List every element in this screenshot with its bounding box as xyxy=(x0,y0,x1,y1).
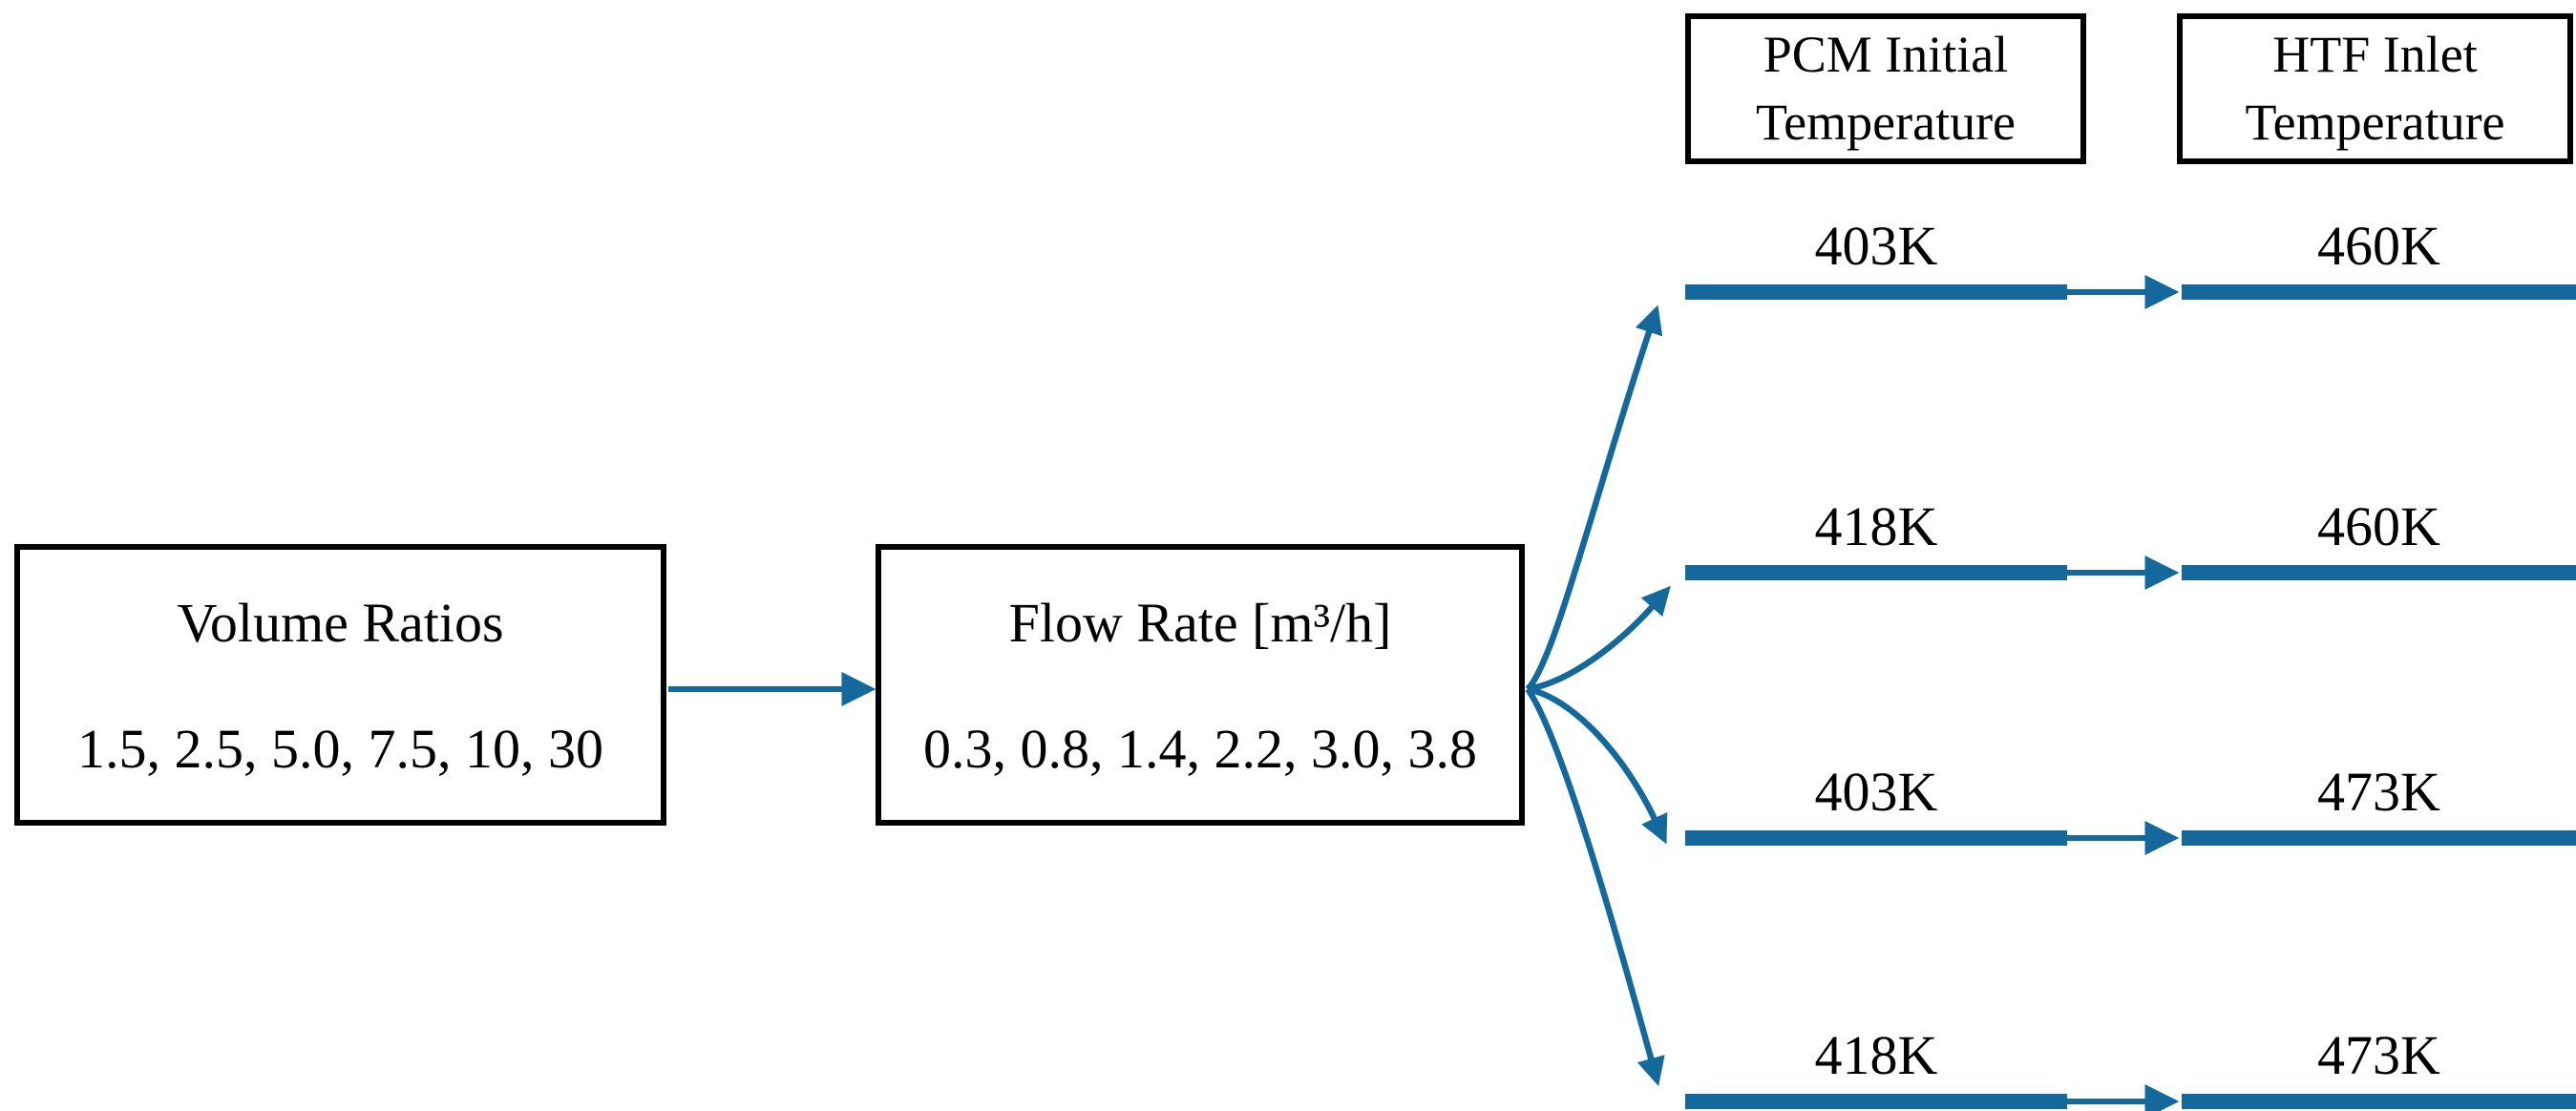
fan-arrow-row3 xyxy=(1527,685,1668,845)
row2-pcm-temp-label: 418K xyxy=(1814,495,1938,557)
row1-htf-temp-label: 460K xyxy=(2317,215,2440,277)
row4-pcm-temp-label: 418K xyxy=(1814,1024,1938,1086)
volume-ratios-title: Volume Ratios xyxy=(177,592,504,654)
fan-out-arrows xyxy=(1525,304,1671,1086)
row4-htf-temp-label: 473K xyxy=(2317,1024,2440,1086)
row3-htf-temp-label: 473K xyxy=(2317,761,2440,823)
pcm-header-line1: PCM Initial xyxy=(1763,26,2009,83)
row1-pcm-temp-label: 403K xyxy=(1814,215,1938,277)
pcm-header-line2: Temperature xyxy=(1755,94,2016,151)
pcm-initial-temperature-header-box: PCM Initial Temperature xyxy=(1685,13,2086,164)
fan-arrow-row2 xyxy=(1527,585,1671,693)
volume-ratios-values: 1.5, 2.5, 5.0, 7.5, 10, 30 xyxy=(77,718,603,780)
flow-rate-box: Flow Rate [m³/h] 0.3, 0.8, 1.4, 2.2, 3.0… xyxy=(876,544,1525,826)
row2-htf-temp-label: 460K xyxy=(2317,495,2440,557)
fan-arrow-row1 xyxy=(1525,304,1663,692)
htf-header-line2: Temperature xyxy=(2245,94,2505,151)
row3-pcm-temp-label: 403K xyxy=(1814,761,1938,823)
volume-ratios-box: Volume Ratios 1.5, 2.5, 5.0, 7.5, 10, 30 xyxy=(14,544,666,826)
htf-inlet-temperature-header-box: HTF Inlet Temperature xyxy=(2177,13,2573,164)
flow-rate-values: 0.3, 0.8, 1.4, 2.2, 3.0, 3.8 xyxy=(923,718,1477,780)
htf-header-line1: HTF Inlet xyxy=(2272,26,2478,83)
fan-arrow-row4 xyxy=(1525,687,1665,1086)
flow-rate-title: Flow Rate [m³/h] xyxy=(1008,592,1392,654)
